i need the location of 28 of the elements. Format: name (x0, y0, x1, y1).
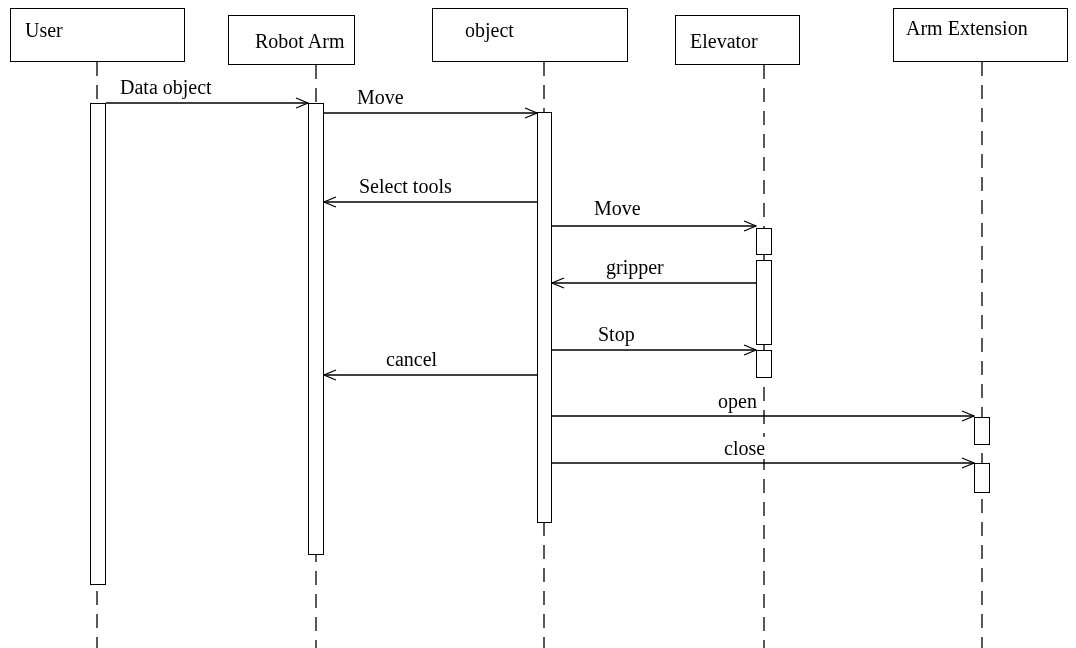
message-arrow (323, 107, 538, 119)
message-arrow (551, 220, 757, 232)
message-arrow (551, 344, 757, 356)
activation-bar (756, 350, 772, 378)
participant-box (432, 8, 628, 62)
participant-name: Robot Arm (255, 30, 345, 53)
activation-bar (756, 228, 772, 255)
message-arrow (323, 369, 538, 381)
message-arrow (551, 457, 975, 469)
activation-bar (756, 260, 772, 345)
message-arrow (551, 410, 975, 422)
participant-box (228, 15, 355, 65)
message-label: close (722, 437, 768, 459)
activation-bar (974, 463, 990, 493)
participant-name: object (465, 19, 514, 42)
activation-bar (90, 103, 106, 585)
message-arrow (551, 277, 757, 289)
activation-bar (537, 112, 552, 523)
participant-box (10, 8, 185, 62)
participant-box (675, 15, 800, 65)
message-arrow (105, 97, 309, 109)
participant-name: User (25, 19, 63, 42)
participant-name: Elevator (690, 30, 758, 53)
participant-box (893, 8, 1068, 62)
activation-bar (974, 417, 990, 445)
message-arrow (323, 196, 538, 208)
participant-name: Arm Extension (906, 17, 1028, 40)
activation-bar (308, 103, 324, 555)
